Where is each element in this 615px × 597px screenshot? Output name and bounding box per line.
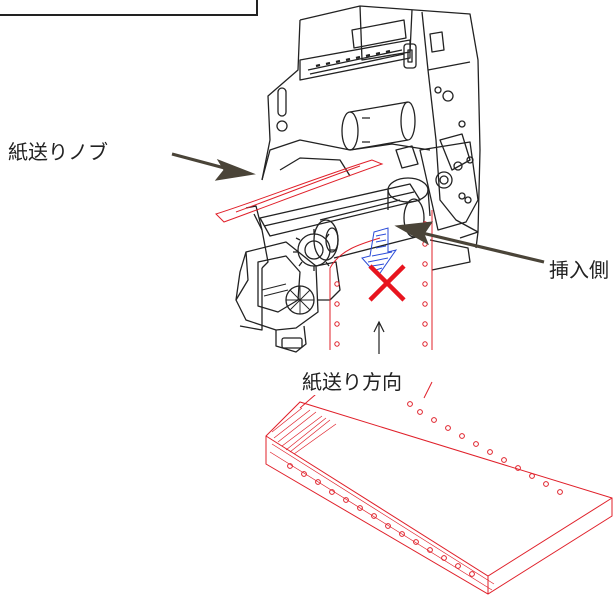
up-arrow-icon [373, 320, 385, 354]
feed-knob-label: 紙送りノブ [8, 140, 108, 164]
x-mark-icon [368, 264, 406, 302]
pointer-arrow-icon [394, 221, 545, 264]
pointer-arrow-icon [171, 152, 256, 181]
caption-box [0, 0, 258, 16]
feed-direction-label: 紙送り方向 [300, 366, 404, 395]
continuous-paper [215, 159, 613, 595]
printer-mechanism [235, 5, 481, 353]
insert-side-label: 挿入側 [549, 258, 609, 282]
hatched-down-arrow-icon [361, 227, 398, 277]
